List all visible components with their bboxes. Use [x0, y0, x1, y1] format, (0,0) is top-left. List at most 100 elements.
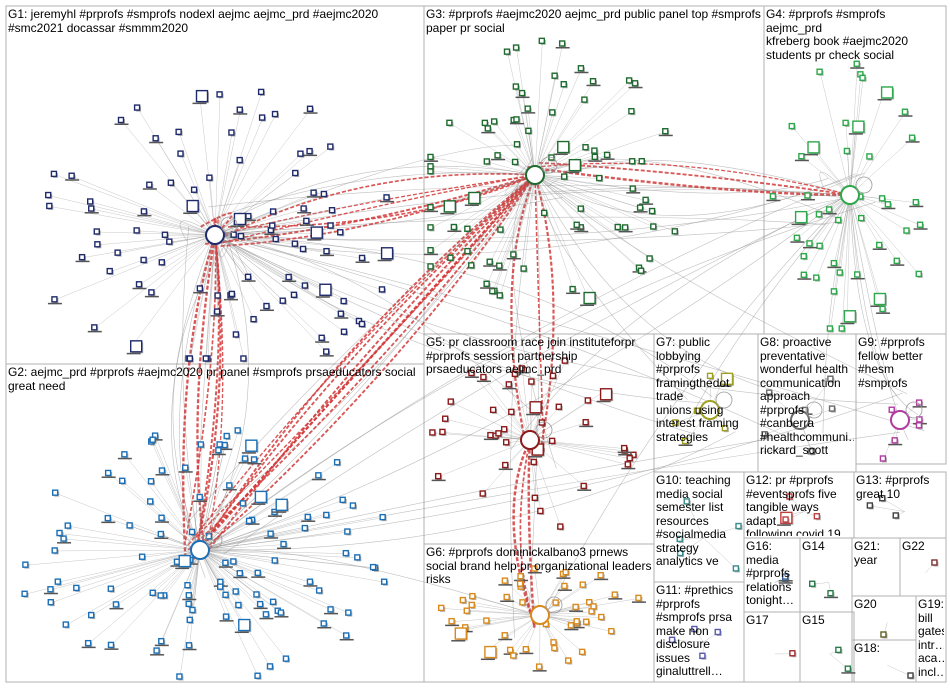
- edge: [151, 481, 201, 551]
- node-label: [483, 265, 498, 267]
- node: [579, 581, 586, 588]
- node: [569, 285, 576, 293]
- node-label: [841, 672, 856, 674]
- node-label: [556, 577, 571, 579]
- edge: [199, 544, 285, 551]
- node-label: [282, 280, 297, 283]
- edge: [534, 174, 829, 194]
- node: [584, 397, 592, 404]
- node-label: [566, 292, 581, 295]
- node: [568, 158, 582, 172]
- node: [464, 225, 471, 232]
- edge: [199, 201, 876, 551]
- node: [323, 511, 330, 519]
- node: [468, 262, 475, 269]
- node-label: [492, 269, 507, 271]
- node-label: [491, 158, 506, 161]
- node: [830, 288, 838, 295]
- hub-node: [890, 410, 910, 430]
- node-label: [502, 387, 517, 390]
- edge: [534, 174, 653, 212]
- node: [828, 405, 836, 412]
- node: [459, 596, 467, 604]
- edge: [534, 174, 688, 400]
- node-label: [218, 566, 233, 568]
- edge: [499, 174, 536, 267]
- node: [104, 514, 112, 522]
- node-label: [230, 225, 245, 227]
- edge: [849, 124, 857, 196]
- edge: [48, 195, 216, 236]
- edge: [809, 194, 851, 244]
- node-label: [334, 317, 349, 319]
- node: [380, 578, 388, 585]
- node-label: [307, 196, 322, 198]
- node-label: [81, 646, 96, 649]
- node-label: [154, 537, 169, 540]
- node: [269, 208, 277, 215]
- node: [483, 617, 490, 624]
- node-label: [297, 212, 312, 214]
- edge: [199, 549, 287, 660]
- node: [254, 490, 268, 504]
- node: [561, 357, 569, 364]
- node: [893, 257, 900, 265]
- edge-strong: [220, 174, 536, 247]
- node-label: [193, 500, 208, 503]
- node-label: [570, 626, 585, 629]
- node: [807, 141, 820, 154]
- node: [47, 586, 54, 593]
- node: [427, 203, 434, 211]
- node-label: [234, 631, 249, 634]
- node: [603, 151, 611, 159]
- node-label: [87, 330, 102, 333]
- edge: [214, 117, 263, 236]
- node: [676, 549, 684, 557]
- node: [714, 628, 721, 636]
- edge: [25, 549, 201, 595]
- node: [598, 613, 605, 621]
- edge: [472, 596, 541, 616]
- edge: [68, 525, 201, 551]
- node: [765, 389, 773, 396]
- node: [233, 212, 247, 226]
- node-label: [633, 211, 648, 213]
- node: [182, 464, 189, 471]
- edge: [847, 194, 851, 314]
- node: [269, 222, 276, 229]
- edge: [840, 194, 851, 274]
- node: [196, 493, 203, 501]
- node: [480, 373, 487, 381]
- node: [291, 240, 299, 247]
- node: [843, 310, 857, 323]
- edge: [465, 614, 541, 629]
- edge: [529, 439, 634, 456]
- node-label: [301, 520, 316, 522]
- node-label: [913, 228, 928, 230]
- node: [236, 569, 243, 577]
- edge: [703, 537, 737, 570]
- node: [586, 599, 593, 606]
- node-label: [790, 241, 805, 243]
- edge: [199, 93, 216, 236]
- node-label: [355, 261, 370, 263]
- node: [337, 229, 344, 236]
- node: [126, 522, 133, 529]
- node-label: [154, 644, 169, 647]
- node: [580, 482, 587, 490]
- node: [489, 406, 497, 414]
- edge: [199, 462, 338, 551]
- node-label: [850, 67, 865, 69]
- node: [301, 282, 309, 289]
- edge: [430, 157, 536, 176]
- edge: [842, 194, 851, 330]
- edge: [214, 92, 262, 236]
- edge: [534, 174, 574, 290]
- edge: [199, 172, 865, 551]
- node: [340, 328, 348, 335]
- edge: [150, 501, 201, 551]
- node: [884, 201, 892, 208]
- node: [244, 273, 252, 281]
- edge: [488, 128, 536, 176]
- node: [843, 147, 851, 155]
